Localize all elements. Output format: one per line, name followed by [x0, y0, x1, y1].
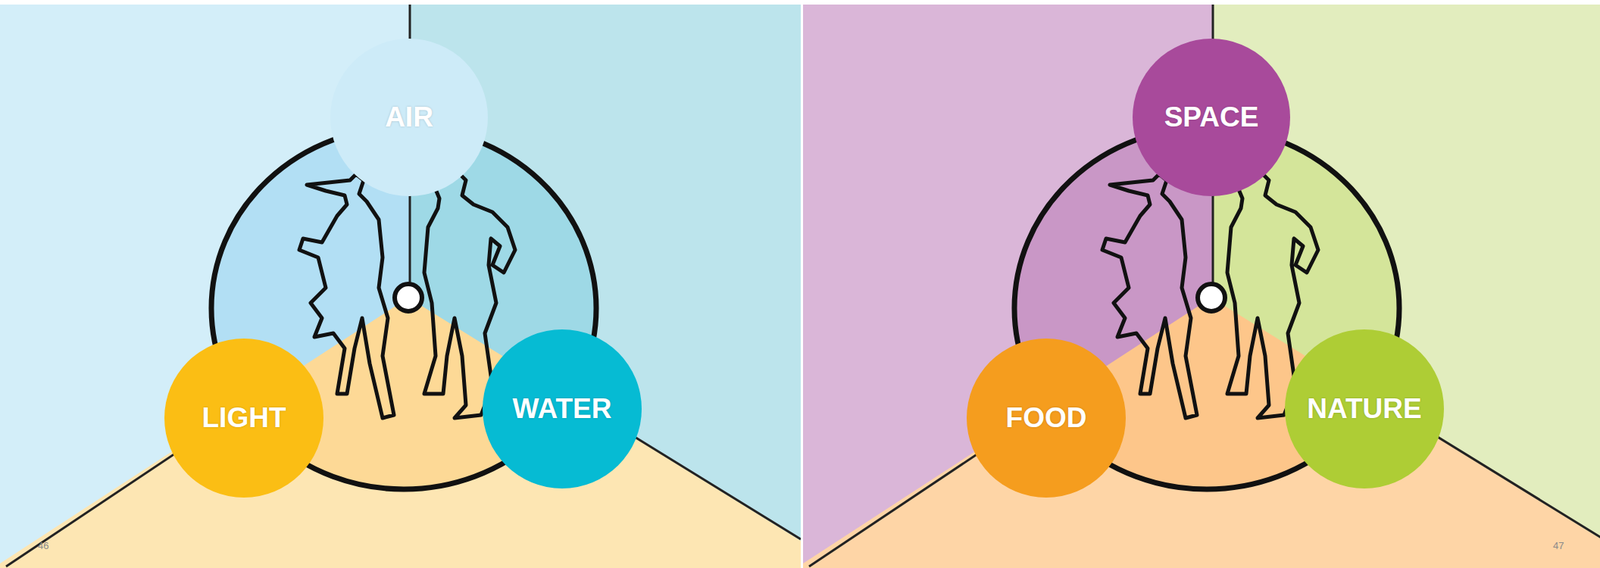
topic-circle: AIR: [330, 38, 488, 197]
topic-label: AIR: [384, 101, 434, 134]
topic-circle: FOOD: [966, 338, 1126, 498]
topic-label: SPACE: [1164, 101, 1260, 134]
topic-label: FOOD: [1006, 402, 1088, 435]
topic-label: WATER: [512, 393, 613, 425]
page-number: 46: [37, 540, 49, 552]
topic-circle: WATER: [482, 329, 642, 489]
topic-circle: NATURE: [1284, 329, 1444, 489]
topic-label: NATURE: [1306, 393, 1422, 425]
topic-circle: SPACE: [1132, 38, 1291, 197]
page-number: 47: [1553, 540, 1564, 552]
topic-circle: LIGHT: [164, 338, 324, 498]
topic-label: LIGHT: [202, 402, 287, 435]
